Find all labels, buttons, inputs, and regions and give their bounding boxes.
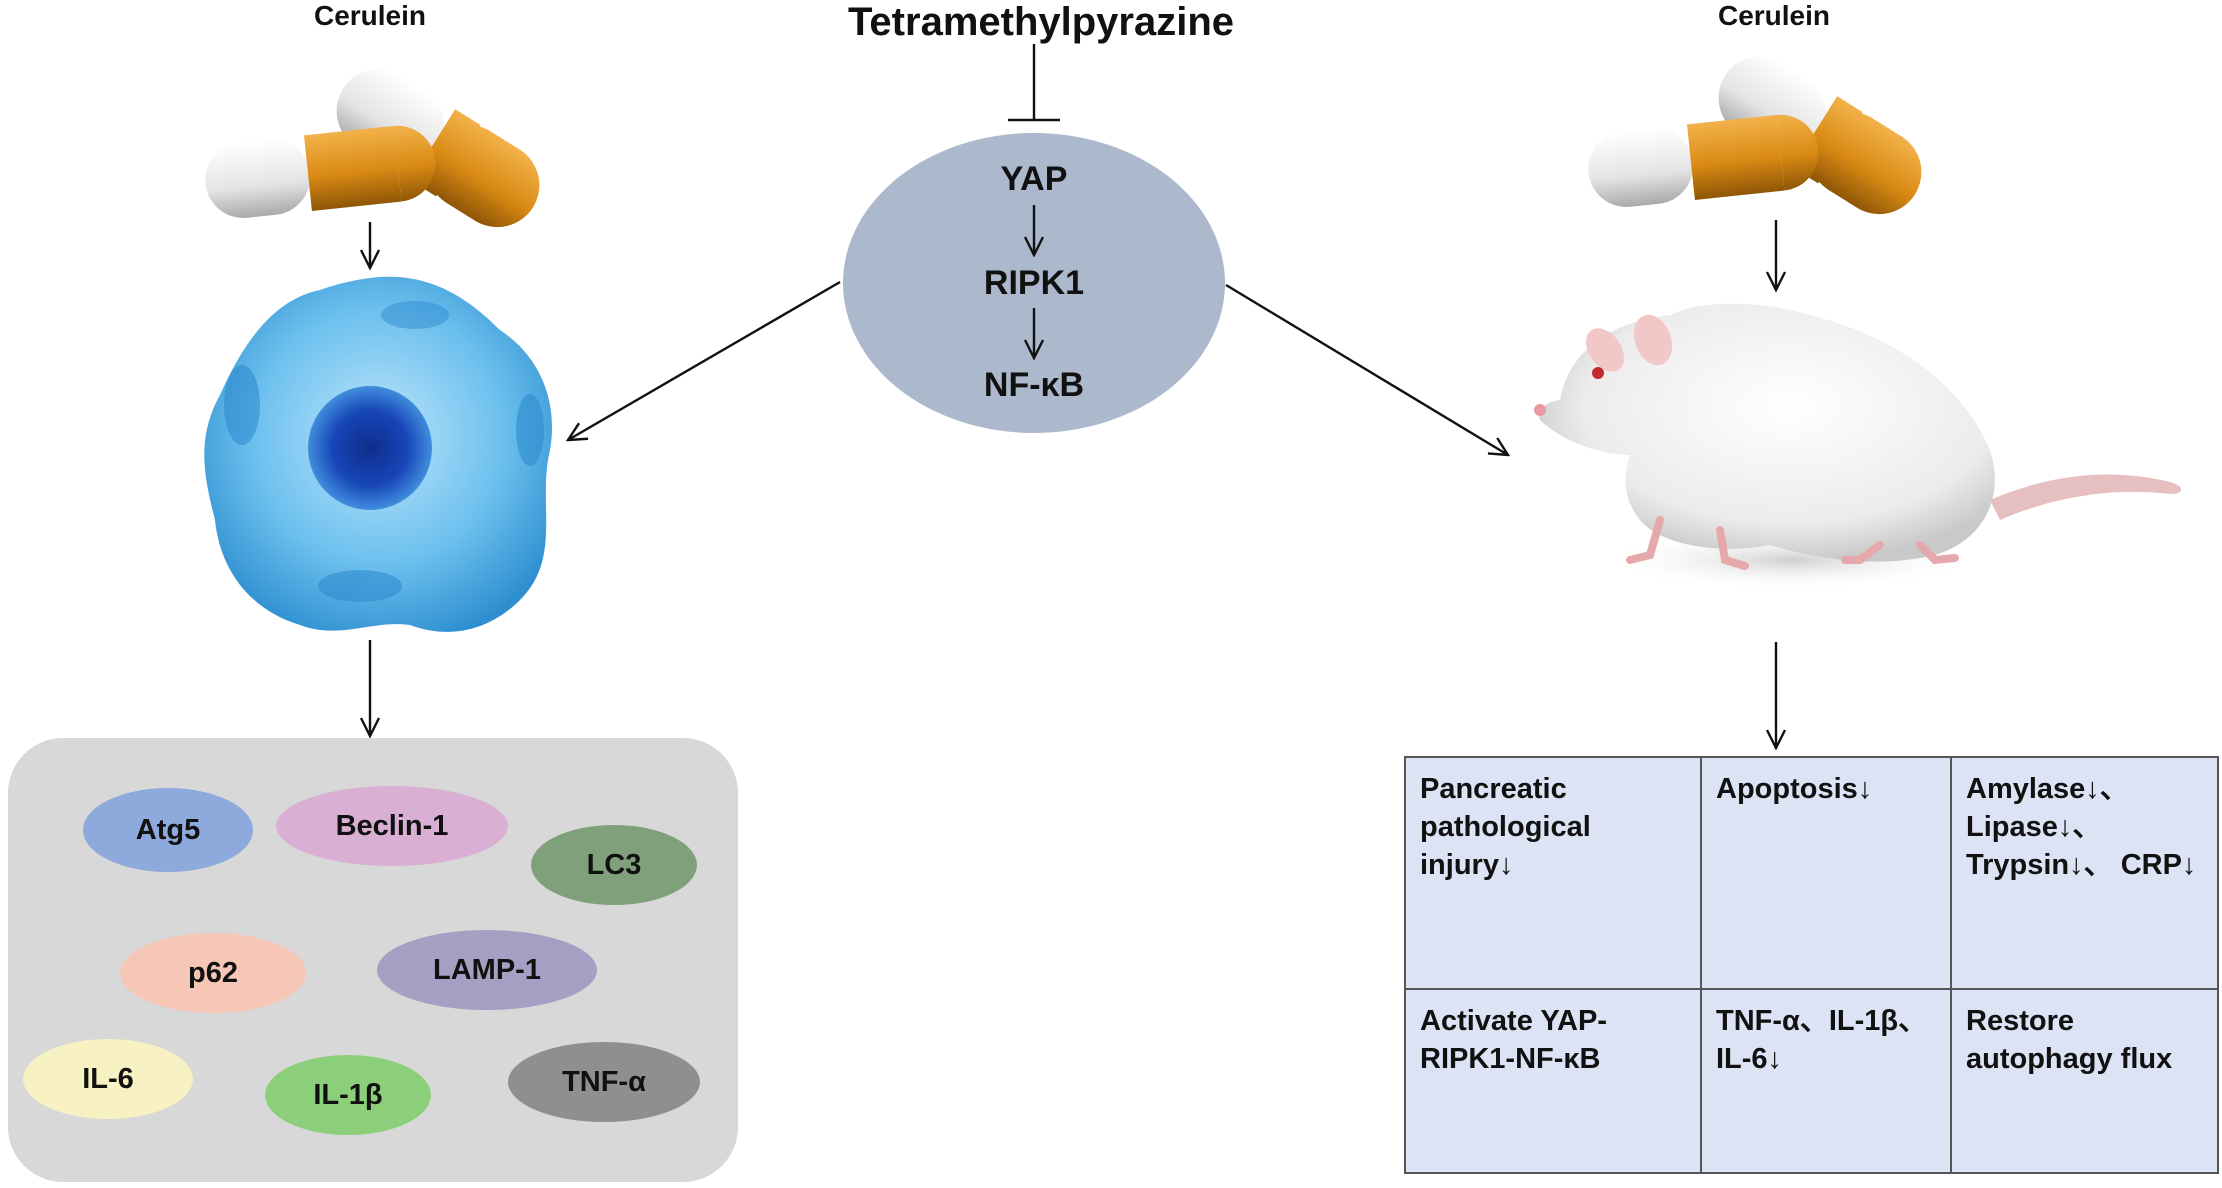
marker-label-p62: p62 — [188, 956, 238, 989]
pathway-ripk1: RIPK1 — [983, 264, 1085, 302]
marker-oval-beclin-1 — [276, 786, 508, 866]
capsule-icon-left — [205, 68, 540, 228]
marker-oval-il-6 — [23, 1039, 193, 1119]
pathway-ellipse — [843, 133, 1225, 433]
marker-oval-atg5 — [83, 788, 253, 872]
arrow-to-cell — [568, 280, 841, 440]
pathway-nfkb: NF-κB — [983, 366, 1085, 404]
marker-oval-il-1b — [265, 1055, 431, 1135]
result-cell-activate-pathway: Activate YAP-RIPK1-NF-κB — [1404, 988, 1702, 1174]
result-cell-enzymes: Amylase↓、 Lipase↓、 Trypsin↓、 CRP↓ — [1950, 756, 2219, 990]
capsule-icon-right — [1588, 55, 1922, 215]
marker-label-il-6: IL-6 — [82, 1062, 134, 1095]
arrow-to-rat — [1225, 283, 1508, 455]
marker-label-il-1b: IL-1β — [313, 1078, 383, 1111]
inhibition-mark — [1008, 44, 1060, 122]
table-row: Activate YAP-RIPK1-NF-κB TNF-α、IL-1β、IL-… — [1404, 988, 2219, 1174]
result-cell-pancreatic-injury: Pancreatic pathological injury↓ — [1404, 756, 1702, 990]
table-row: Pancreatic pathological injury↓ Apoptosi… — [1404, 756, 2219, 990]
marker-oval-tnf-a — [508, 1042, 700, 1122]
cerulein-label-right: Cerulein — [1717, 0, 1831, 31]
cell-icon — [204, 276, 552, 632]
marker-label-beclin-1: Beclin-1 — [335, 809, 449, 842]
pathway-yap: YAP — [1000, 160, 1068, 198]
cerulein-label-left: Cerulein — [313, 0, 427, 31]
result-cell-apoptosis: Apoptosis↓ — [1700, 756, 1952, 990]
marker-label-atg5: Atg5 — [135, 813, 201, 846]
title: Tetramethylpyrazine — [847, 0, 1235, 44]
marker-label-lc3: LC3 — [586, 848, 642, 881]
rat-icon — [1534, 303, 2182, 590]
result-cell-autophagy: Restore autophagy flux — [1950, 988, 2219, 1174]
marker-oval-p62 — [120, 933, 306, 1013]
marker-oval-lc3 — [531, 825, 697, 905]
result-cell-cytokines: TNF-α、IL-1β、IL-6↓ — [1700, 988, 1952, 1174]
marker-label-tnf-a: TNF-α — [562, 1065, 646, 1098]
results-table: Pancreatic pathological injury↓ Apoptosi… — [1404, 756, 2219, 1174]
marker-label-lamp-1: LAMP-1 — [433, 953, 541, 986]
marker-oval-lamp-1 — [377, 930, 597, 1010]
